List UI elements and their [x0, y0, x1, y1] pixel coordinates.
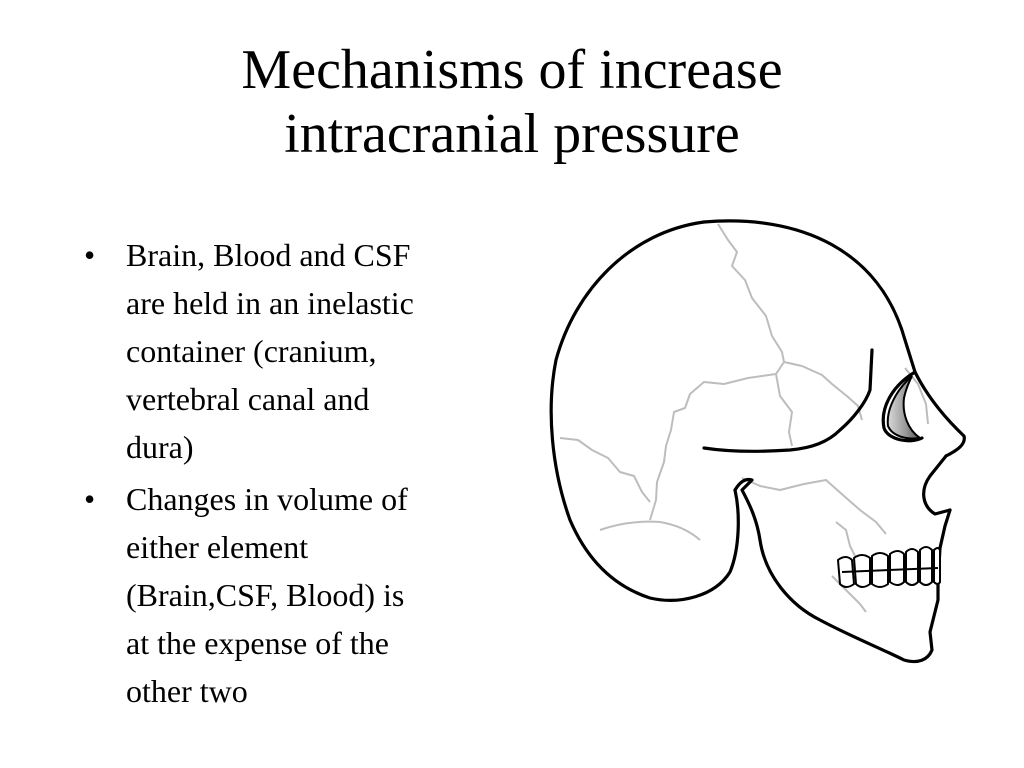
bullet-marker: • [84, 481, 96, 517]
bullet-text-line: other two [126, 673, 248, 709]
bullet-item: • Brain, Blood and CSF are held in an in… [84, 231, 504, 471]
bullet-list: • Brain, Blood and CSF are held in an in… [84, 231, 504, 719]
bullet-text-line: either element [126, 529, 309, 565]
bullet-text-line: (Brain,CSF, Blood) is [126, 577, 405, 613]
skull-side-view-icon [549, 219, 966, 664]
skull-teeth [836, 546, 941, 588]
bullet-text-line: vertebral canal and [126, 381, 370, 417]
bullet-marker: • [84, 237, 96, 273]
bullet-text-line: are held in an inelastic [126, 285, 414, 321]
title-line-1: Mechanisms of increase [241, 39, 783, 101]
slide-title: Mechanisms of increase intracranial pres… [0, 38, 1024, 166]
bullet-item: • Changes in volume of either element (B… [84, 475, 504, 715]
bullet-text-line: dura) [126, 429, 194, 465]
orbit-shading [886, 375, 923, 440]
bullet-text-line: Brain, Blood and CSF [126, 237, 411, 273]
bullet-text-line: container (cranium, [126, 333, 377, 369]
skull-sutures [559, 223, 929, 613]
bullet-text-line: Changes in volume of [126, 481, 408, 517]
skull-outline [549, 219, 966, 664]
bullet-text-line: at the expense of the [126, 625, 389, 661]
title-line-2: intracranial pressure [284, 103, 740, 165]
